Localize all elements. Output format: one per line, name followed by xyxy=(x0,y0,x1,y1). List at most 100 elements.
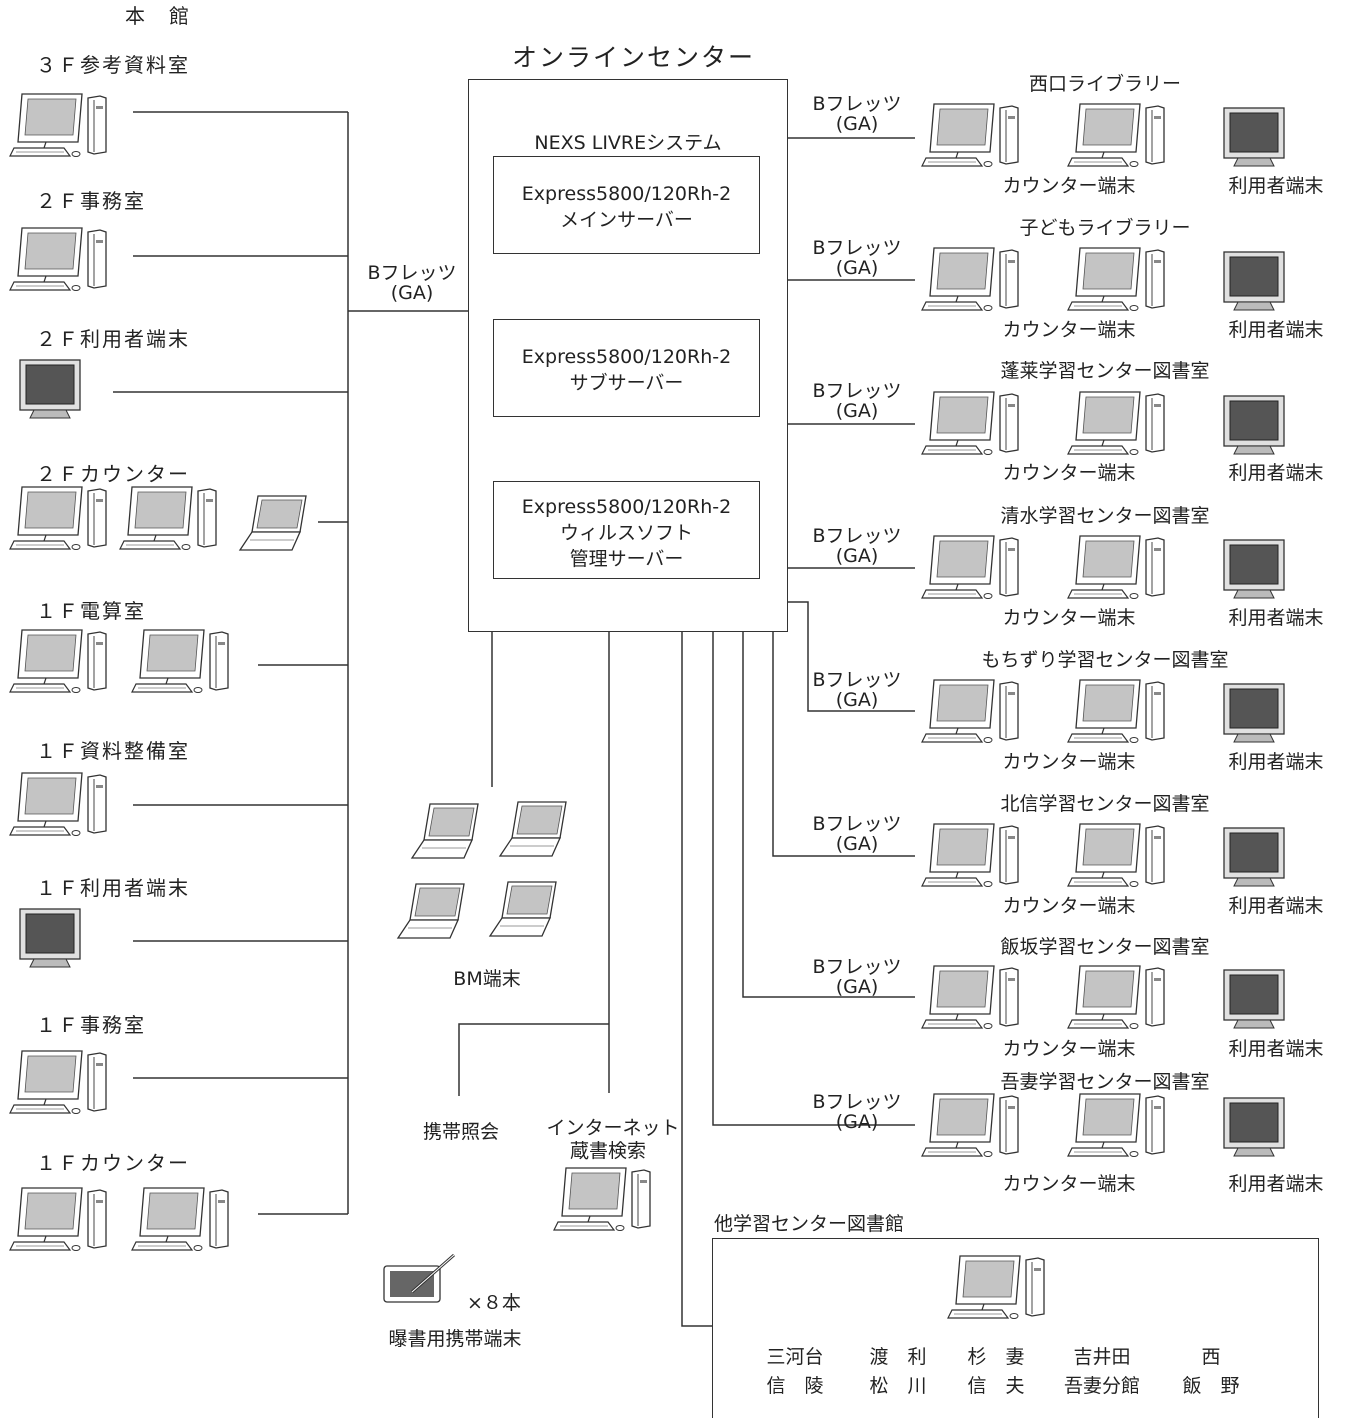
user-terminal-label: 利用者端末 xyxy=(1228,607,1324,629)
desktop-pc-icon xyxy=(1067,247,1165,311)
desktop-pc-icon xyxy=(9,772,107,836)
room-label: １Ｆ資料整備室 xyxy=(36,739,190,763)
counter-terminal-label: カウンター端末 xyxy=(1002,175,1136,197)
user-terminal-monitor-icon xyxy=(1223,539,1285,599)
sub-server: Express5800/120Rh-2 サブサーバー xyxy=(493,319,760,417)
user-terminal-monitor-icon xyxy=(1223,969,1285,1029)
handheld-terminal-icon xyxy=(383,1253,455,1303)
other-center-name: 渡 利 xyxy=(869,1346,927,1368)
branch-link-label: Bフレッツ xyxy=(812,813,902,835)
desktop-pc-icon xyxy=(9,629,107,693)
laptop-icon xyxy=(410,803,479,859)
other-center-name: 飯 野 xyxy=(1182,1375,1240,1397)
desktop-pc-icon xyxy=(921,965,1019,1029)
server-model: Express5800/120Rh-2 xyxy=(521,346,732,368)
server-model: Express5800/120Rh-2 xyxy=(521,183,732,205)
user-terminal-monitor-icon xyxy=(1223,107,1285,167)
branch-link-label: (GA) xyxy=(835,113,879,135)
desktop-pc-icon xyxy=(9,1050,107,1114)
branch-name: 子どもライブラリー xyxy=(1019,217,1191,239)
desktop-pc-icon xyxy=(921,535,1019,599)
branch-name: もちずり学習センター図書室 xyxy=(981,649,1229,671)
counter-terminal-label: カウンター端末 xyxy=(1002,1038,1136,1060)
counter-terminal-label: カウンター端末 xyxy=(1002,751,1136,773)
server-model: Express5800/120Rh-2 xyxy=(521,496,732,518)
branch-name: 北信学習センター図書室 xyxy=(1000,793,1210,815)
user-terminal-label: 利用者端末 xyxy=(1228,319,1324,341)
user-terminal-monitor-icon xyxy=(1223,1097,1285,1157)
room-label: １Ｆ事務室 xyxy=(36,1013,146,1037)
main-library-title: 本 館 xyxy=(125,4,191,28)
user-terminal-label: 利用者端末 xyxy=(1228,895,1324,917)
user-terminal-label: 利用者端末 xyxy=(1228,175,1324,197)
desktop-pc-icon xyxy=(921,679,1019,743)
branch-link-label: Bフレッツ xyxy=(812,93,902,115)
other-center-name: 松 川 xyxy=(869,1375,927,1397)
desktop-pc-icon xyxy=(921,247,1019,311)
server-role: ウィルスソフト xyxy=(559,522,693,544)
server-role: サブサーバー xyxy=(569,372,684,394)
counter-terminal-label: カウンター端末 xyxy=(1002,607,1136,629)
counter-terminal-label: カウンター端末 xyxy=(1002,895,1136,917)
virus-server: Express5800/120Rh-2 ウィルスソフト 管理サーバー xyxy=(493,481,760,579)
user-terminal-label: 利用者端末 xyxy=(1228,751,1324,773)
laptop-icon xyxy=(396,883,465,939)
user-terminal-label: 利用者端末 xyxy=(1228,1038,1324,1060)
user-terminal-label: 利用者端末 xyxy=(1228,1173,1324,1195)
user-terminal-monitor-icon xyxy=(19,908,81,968)
desktop-pc-icon xyxy=(1067,1093,1165,1157)
desktop-pc-icon xyxy=(921,823,1019,887)
other-center-name: 信 陵 xyxy=(766,1375,824,1397)
desktop-pc-icon xyxy=(9,486,107,550)
desktop-pc-icon xyxy=(921,103,1019,167)
branch-name: 西口ライブラリー xyxy=(1028,73,1182,95)
laptop-icon xyxy=(238,495,307,551)
main-server: Express5800/120Rh-2 メインサーバー xyxy=(493,156,760,254)
server-role-2: 管理サーバー xyxy=(569,548,684,570)
branch-name: 清水学習センター図書室 xyxy=(1000,505,1210,527)
room-label: ３Ｆ参考資料室 xyxy=(36,53,190,77)
branch-link-label: Bフレッツ xyxy=(812,380,902,402)
branch-link-label: Bフレッツ xyxy=(812,669,902,691)
desktop-pc-icon xyxy=(131,1187,229,1251)
room-label: ２Ｆ事務室 xyxy=(36,189,146,213)
desktop-pc-icon xyxy=(119,486,217,550)
internet-label-2: 蔵書検索 xyxy=(569,1140,647,1162)
main-link-label-2: (GA) xyxy=(390,282,434,304)
branch-link-label: (GA) xyxy=(835,545,879,567)
user-terminal-label: 利用者端末 xyxy=(1228,462,1324,484)
other-centers-title: 他学習センター図書館 xyxy=(714,1213,905,1235)
system-name: NEXS LIVREシステム xyxy=(534,132,722,154)
desktop-pc-icon xyxy=(1067,823,1165,887)
other-center-name: 杉 妻 xyxy=(967,1346,1025,1368)
user-terminal-monitor-icon xyxy=(1223,251,1285,311)
counter-terminal-label: カウンター端末 xyxy=(1002,1173,1136,1195)
mobile-label: 携帯照会 xyxy=(422,1121,500,1143)
desktop-pc-icon xyxy=(553,1167,651,1231)
user-terminal-monitor-icon xyxy=(1223,395,1285,455)
branch-link-label: (GA) xyxy=(835,400,879,422)
internet-label-1: インターネット xyxy=(546,1117,680,1139)
branch-link-label: Bフレッツ xyxy=(812,1091,902,1113)
server-role: メインサーバー xyxy=(560,209,693,231)
inventory-label: 曝書用携帯端末 xyxy=(388,1328,522,1350)
counter-terminal-label: カウンター端末 xyxy=(1002,319,1136,341)
inventory-count: ×８本 xyxy=(467,1292,521,1314)
desktop-pc-icon xyxy=(9,93,107,157)
branch-link-label: Bフレッツ xyxy=(812,956,902,978)
room-label: １Ｆ利用者端末 xyxy=(36,876,190,900)
counter-terminal-label: カウンター端末 xyxy=(1002,462,1136,484)
room-label: ２Ｆ利用者端末 xyxy=(36,327,190,351)
desktop-pc-icon xyxy=(1067,965,1165,1029)
desktop-pc-icon xyxy=(1067,535,1165,599)
desktop-pc-icon xyxy=(1067,391,1165,455)
other-center-name: 西 xyxy=(1201,1346,1221,1368)
room-label: １Ｆカウンター xyxy=(36,1151,190,1175)
desktop-pc-icon xyxy=(9,1187,107,1251)
user-terminal-monitor-icon xyxy=(19,359,81,419)
desktop-pc-icon xyxy=(1067,679,1165,743)
other-center-name: 三河台 xyxy=(766,1346,824,1368)
branch-link-label: (GA) xyxy=(835,1111,879,1133)
room-label: ２Ｆカウンター xyxy=(36,462,190,486)
